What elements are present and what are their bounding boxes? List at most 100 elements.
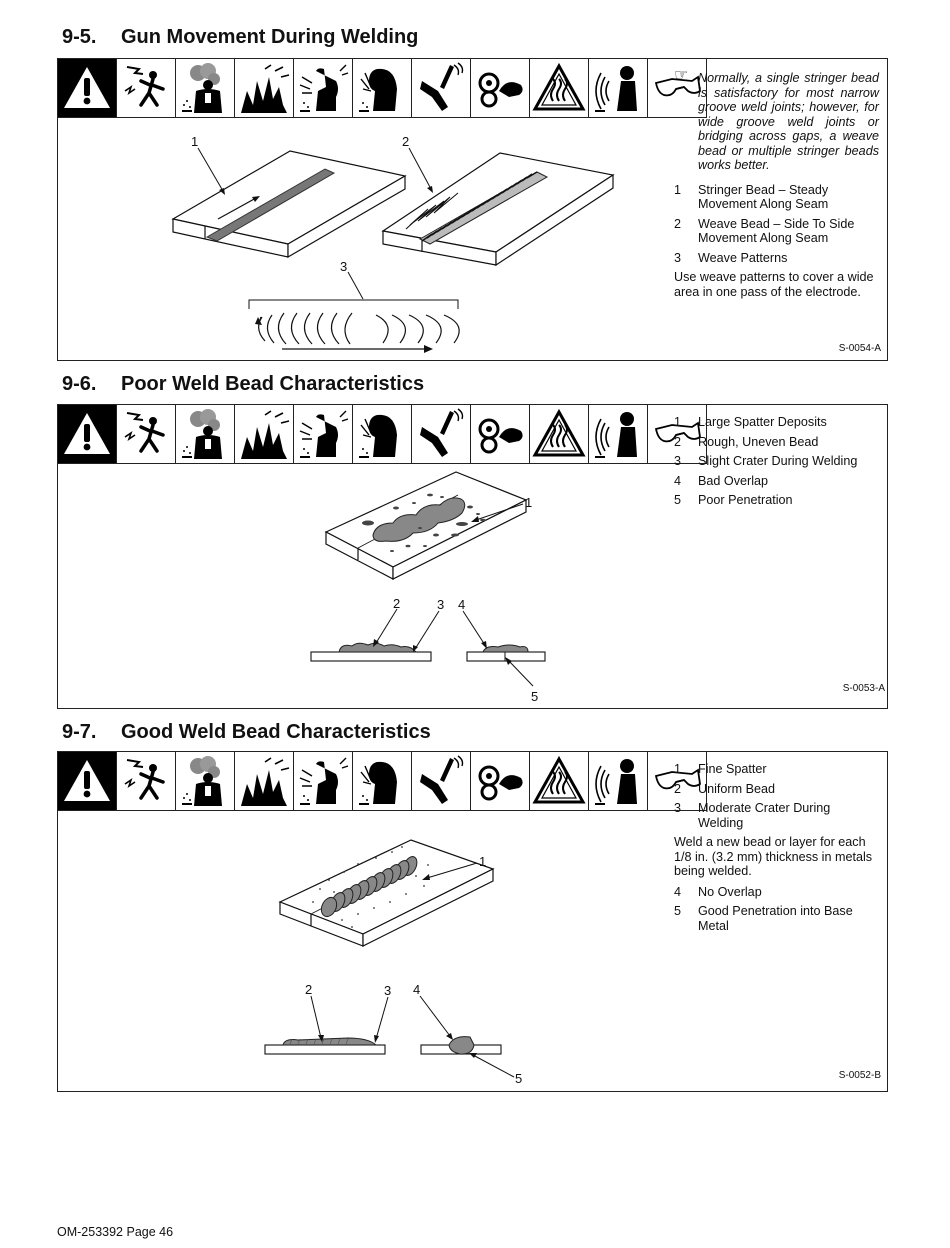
fumes-icon-cell — [176, 405, 235, 464]
callout-4: 4 — [413, 982, 420, 997]
electric-shock-icon — [124, 759, 165, 800]
item-text: Moderate Crater During Welding — [698, 801, 831, 830]
noise-icon-cell — [589, 752, 648, 811]
item-number: 1 — [674, 762, 682, 776]
list-item: 2 Uniform Bead — [674, 782, 879, 797]
item-number: 5 — [674, 904, 682, 918]
fumes-icon — [182, 756, 222, 806]
list-item: 2 Rough, Uneven Bead — [674, 435, 879, 450]
section-title-text: Poor Weld Bead Characteristics — [121, 373, 425, 395]
fire-explosion-icon — [241, 410, 290, 459]
item-number: 5 — [674, 493, 682, 507]
item-number: 2 — [674, 781, 682, 796]
arc-rays-icon-cell — [294, 405, 353, 464]
item-text: Slight Crater During Welding — [698, 454, 858, 468]
figure-reference: S-0054-A — [838, 343, 881, 354]
paragraph: Use weave patterns to cover a wide area … — [674, 270, 874, 299]
warning-icon-cell — [58, 59, 117, 118]
list-item: 5 Good Penetration into Base Metal — [674, 904, 879, 933]
list-item: 2 Weave Bead – Side To Side Movement Alon… — [674, 217, 879, 246]
item-number: 3 — [674, 454, 682, 468]
welding-helmet-icon-cell — [353, 59, 412, 118]
hot-surface-icon — [532, 62, 586, 111]
item-text: Good Penetration into Base Metal — [698, 904, 853, 933]
electric-shock-icon — [124, 412, 165, 453]
electric-shock-icon-cell — [117, 405, 176, 464]
item-number: 4 — [674, 884, 682, 899]
list-item: 3 Moderate Crater During Welding — [674, 801, 879, 830]
electric-shock-icon — [124, 66, 165, 107]
electric-shock-icon-cell — [117, 59, 176, 118]
callout-3: 3 — [384, 983, 391, 998]
safety-icon-row — [58, 405, 707, 464]
safety-glasses-icon-cell — [648, 405, 707, 464]
warning-icon — [64, 67, 110, 108]
item-number: 3 — [674, 250, 682, 265]
good-weld-figure: 1 2 3 4 5 — [264, 839, 522, 1086]
section-title-text: Gun Movement During Welding — [121, 26, 419, 48]
welding-helmet-icon — [359, 761, 397, 805]
callout-5: 5 — [515, 1071, 522, 1086]
note-text: Normally, a single stringer bead is sati… — [698, 71, 879, 172]
section-9-6-title: 9-6. Poor Weld Bead Characteristics — [62, 373, 424, 396]
item-text: Bad Overlap — [698, 473, 769, 488]
welding-helmet-icon — [359, 68, 397, 112]
item-number: 2 — [674, 434, 682, 449]
callout-2: 2 — [393, 596, 400, 611]
hot-surface-icon — [532, 755, 586, 804]
hot-gun-icon-cell — [412, 59, 471, 118]
moving-parts-icon — [478, 72, 523, 108]
noise-icon — [595, 412, 637, 458]
callout-5: 5 — [531, 689, 538, 704]
hot-surface-icon-cell — [530, 405, 589, 464]
item-text: Weave Patterns — [698, 250, 788, 265]
list-item: 5 Poor Penetration — [674, 493, 879, 508]
list-item: 4 Bad Overlap — [674, 474, 879, 489]
electric-shock-icon-cell — [117, 752, 176, 811]
arc-rays-icon — [299, 410, 349, 458]
callout-2: 2 — [402, 134, 409, 149]
hot-gun-icon-cell — [412, 752, 471, 811]
moving-parts-icon — [478, 418, 523, 454]
welding-helmet-icon — [359, 414, 397, 458]
note: ☞ Normally, a single stringer bead is sa… — [674, 68, 879, 173]
hot-gun-icon — [420, 408, 464, 457]
section-9-5-title: 9-5.Gun Movement During Welding — [62, 26, 418, 49]
item-number: 4 — [674, 473, 682, 488]
item-text: Rough, Uneven Bead — [698, 434, 819, 449]
item-number: 3 — [674, 801, 682, 815]
callout-1: 1 — [525, 495, 532, 510]
item-number: 1 — [674, 415, 682, 429]
item-text: No Overlap — [698, 884, 762, 899]
item-number: 2 — [674, 216, 682, 231]
item-text: Weave Bead – Side To Side Movement Along… — [698, 216, 855, 246]
safety-icon-row — [58, 752, 707, 811]
page-footer: OM-253392 Page 46 — [57, 1225, 174, 1239]
arc-rays-icon — [299, 64, 349, 112]
hot-gun-icon — [420, 755, 464, 804]
safety-icon-row — [58, 59, 707, 118]
list-item: 4 No Overlap — [674, 885, 879, 900]
noise-icon — [595, 66, 637, 112]
section-9-5-text: ☞ Normally, a single stringer bead is sa… — [674, 68, 879, 305]
item-text: Stringer Bead – Steady Movement Along Se… — [698, 182, 829, 212]
fire-explosion-icon-cell — [235, 59, 294, 118]
moving-parts-icon-cell — [471, 752, 530, 811]
item-text: Uniform Bead — [698, 781, 775, 796]
arc-rays-icon — [299, 757, 349, 805]
moving-parts-icon — [478, 765, 523, 801]
hot-surface-icon-cell — [530, 752, 589, 811]
item-text: Poor Penetration — [698, 493, 793, 507]
section-number: 9-6. — [62, 373, 97, 395]
arc-rays-icon-cell — [294, 59, 353, 118]
callout-3: 3 — [437, 597, 444, 612]
hot-surface-icon-cell — [530, 59, 589, 118]
poor-weld-figure: 1 2 3 4 5 — [310, 471, 546, 704]
welding-helmet-icon-cell — [353, 752, 412, 811]
